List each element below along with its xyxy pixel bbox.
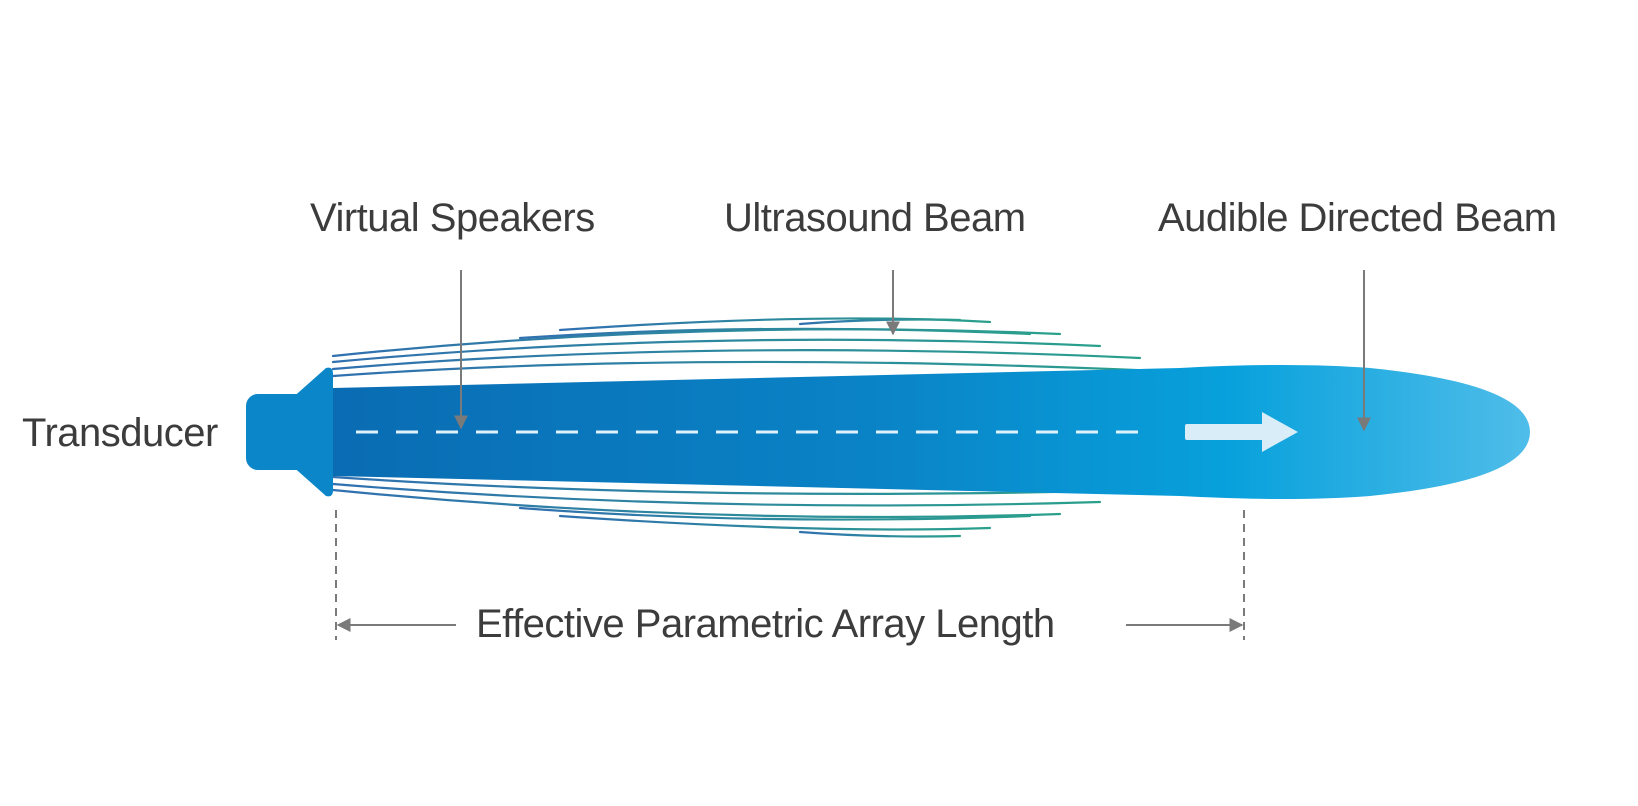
ultrasound-beam-label: Ultrasound Beam [724, 196, 1026, 240]
virtual-speakers-label: Virtual Speakers [310, 196, 595, 240]
audible-directed-beam-label: Audible Directed Beam [1158, 196, 1557, 240]
ultrasound-rays-bottom [331, 468, 1182, 538]
transducer-shape [246, 367, 333, 497]
array-length-label: Effective Parametric Array Length [476, 602, 1055, 646]
ultrasound-rays-top [331, 317, 1182, 378]
beam-direction-arrow [1185, 412, 1298, 452]
transducer-label: Transducer [22, 411, 218, 455]
